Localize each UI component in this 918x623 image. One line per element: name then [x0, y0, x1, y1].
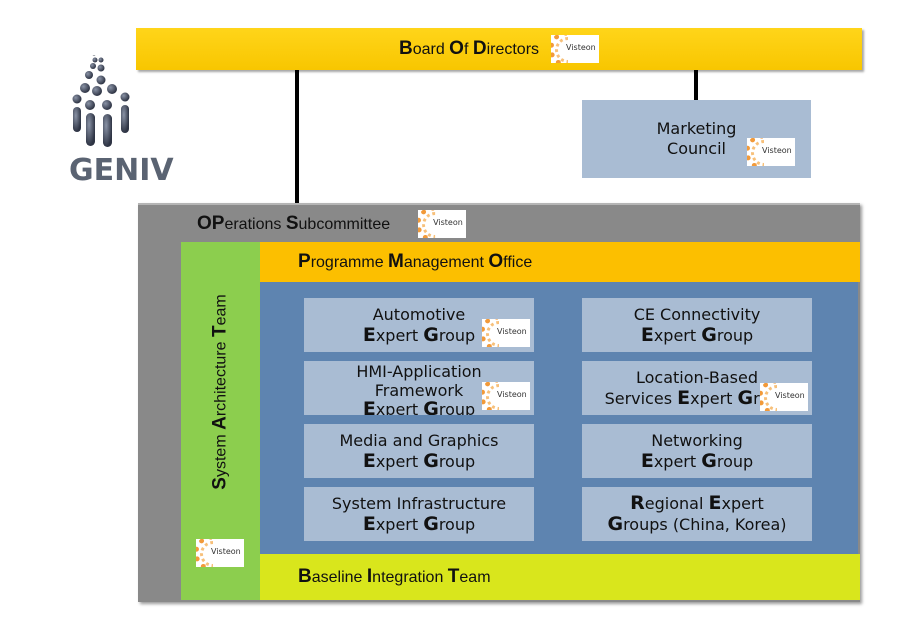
system-architecture-team-label: System Architecture Team: [209, 294, 231, 490]
bit-title: Baseline Integration Team: [298, 566, 491, 587]
visteon-logo-icon: Visteon: [760, 383, 808, 411]
connector-board-operations: [295, 70, 299, 203]
programme-management-office[interactable]: Programme Management Office: [260, 242, 860, 282]
visteon-logo-icon: Visteon: [482, 382, 530, 410]
system-architecture-team-label-wrap: System Architecture Team: [181, 242, 260, 542]
baseline-integration-team[interactable]: Baseline Integration Team: [260, 554, 860, 600]
pmo-title: Programme Management Office: [298, 251, 533, 272]
visteon-logo-icon: Visteon: [747, 138, 795, 166]
genivi-people-icon: GENIVI: [69, 50, 185, 188]
operations-title: OPerations Subcommittee: [197, 213, 391, 234]
connector-board-marketing: [694, 70, 698, 100]
visteon-logo-icon: Visteon: [418, 210, 467, 238]
genivi-logo: GENIVI: [15, 50, 185, 188]
visteon-logo-icon: Visteon: [551, 35, 600, 63]
operations-subcommittee-header: OPerations Subcommittee Visteon: [197, 210, 467, 238]
visteon-logo-icon: Visteon: [196, 539, 244, 567]
genivi-wordmark: GENIVI: [69, 153, 175, 185]
board-title: Board Of Directors: [398, 38, 540, 59]
visteon-logo-icon: Visteon: [482, 319, 530, 347]
board-of-directors[interactable]: Board Of Directors Visteon: [136, 28, 862, 70]
